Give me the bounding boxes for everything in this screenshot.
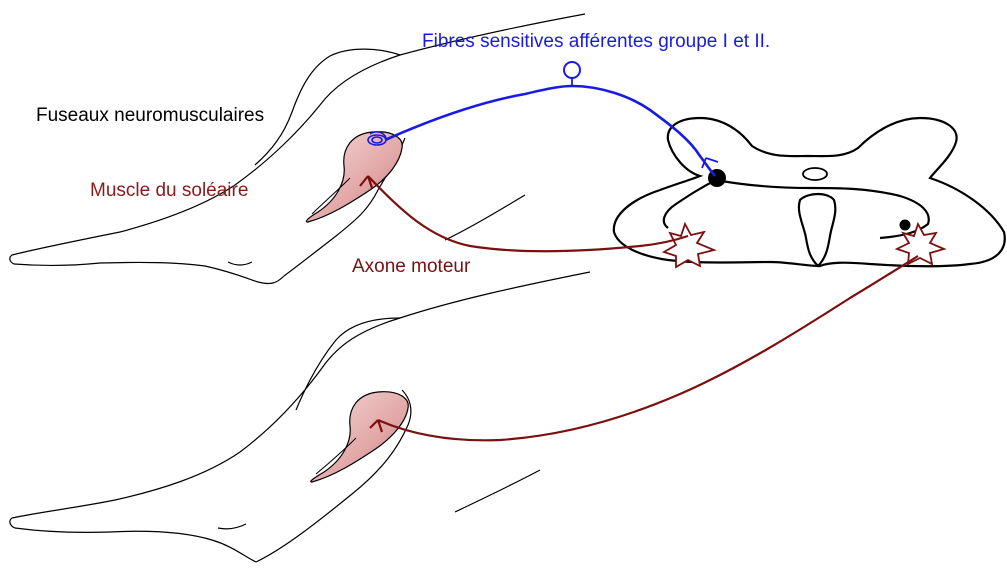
- upper-leg-outline: [10, 14, 585, 284]
- upper-soleus-muscle: [306, 132, 402, 222]
- motor-axon-upper: [360, 176, 688, 251]
- motor-axon-label: Axone moteur: [352, 256, 470, 278]
- afferent-terminal: [702, 158, 718, 168]
- muscle-spindles-label: Fuseaux neuromusculaires: [36, 105, 264, 127]
- afferent-fibres-label: Fibres sensitives afférentes groupe I et…: [422, 31, 770, 53]
- spinal-cord-section: [614, 118, 1005, 266]
- lower-soleus-muscle: [311, 392, 408, 482]
- contralateral-synapse: [900, 220, 911, 231]
- soleus-muscle-label: Muscle du soléaire: [90, 180, 248, 202]
- motor-axon-lower: [370, 256, 918, 440]
- afferent-sensory-fibre: [385, 78, 715, 176]
- dorsal-root-ganglion: [564, 62, 580, 78]
- lower-leg-outline: [10, 272, 590, 562]
